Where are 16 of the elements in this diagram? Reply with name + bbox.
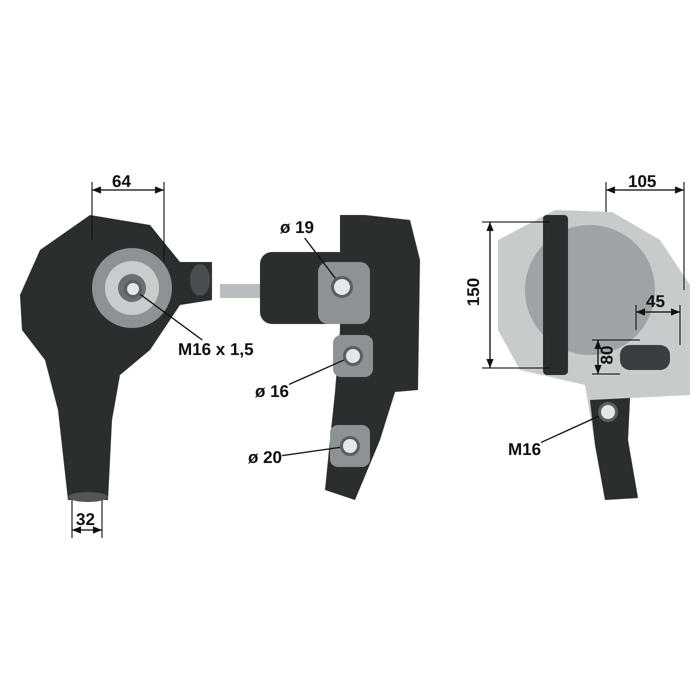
callout-label: M16: [508, 440, 542, 460]
callout-label: ø 16: [255, 382, 290, 402]
leader-line: [288, 359, 344, 386]
dimension-label: 150: [464, 278, 484, 306]
callout-label: ø 20: [248, 448, 282, 468]
leader-line: [282, 446, 340, 456]
leader-line: [140, 294, 203, 341]
leader-line: [304, 238, 336, 279]
dimension-label: 45: [646, 292, 665, 312]
dimension-label: 32: [76, 510, 95, 530]
dimension-label: 80: [597, 346, 618, 364]
dimension-label: 64: [112, 172, 131, 192]
leader-line: [540, 416, 600, 444]
dimension-label: 105: [628, 172, 656, 192]
callout-label: ø 19: [280, 218, 314, 238]
callout-label: M16 x 1,5: [178, 340, 254, 360]
